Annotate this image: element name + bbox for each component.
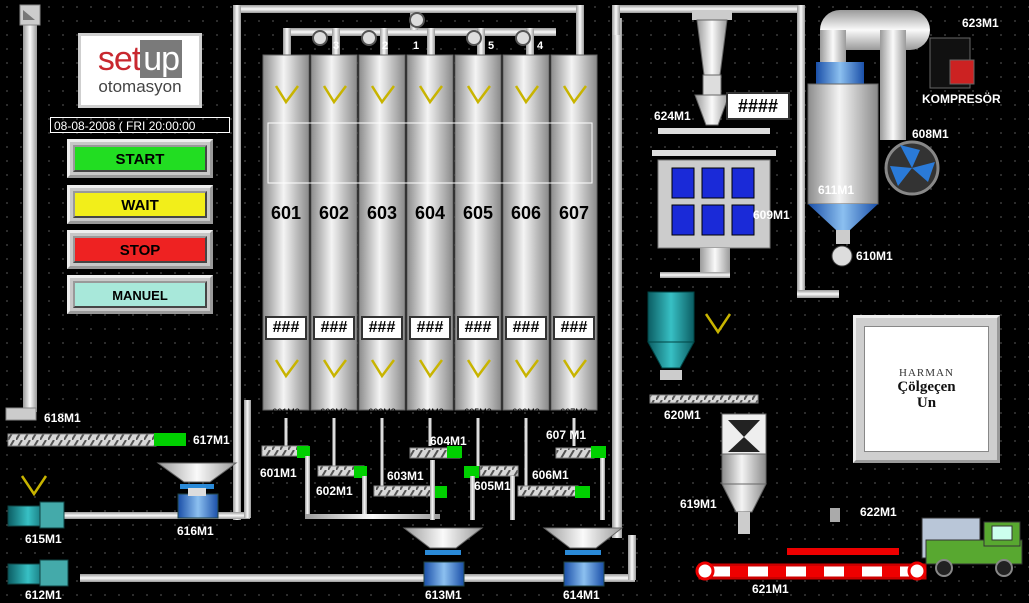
silo-level-display: ### <box>265 316 307 340</box>
silo-number: 603 <box>366 203 398 223</box>
silo-tag: 602M2 <box>320 407 348 417</box>
manuel-label: MANUEL <box>73 281 207 308</box>
silo-number: 601 <box>270 203 302 223</box>
motor-label-607[interactable]: 607 M1 <box>546 428 587 442</box>
motor-label-611[interactable]: 611M1 <box>818 183 855 197</box>
bin-unit-609 <box>652 128 776 278</box>
valve-number: 1 <box>413 40 420 52</box>
silo-619 <box>721 413 767 534</box>
filter-tank-611 <box>807 10 975 267</box>
logo-subtitle: otomasyon <box>98 77 182 96</box>
motor-label-623[interactable]: 623M1 <box>962 16 999 30</box>
datetime-display: 08-08-2008 ( FRI 20:00:00 <box>50 117 230 133</box>
motor-label-618[interactable]: 618M1 <box>44 411 81 425</box>
motor-label-617[interactable]: 617M1 <box>193 433 230 447</box>
brand-panel: HARMAN Çölgeçen Un <box>853 315 1000 463</box>
hopper-616 <box>156 462 238 519</box>
brand-line1: HARMAN <box>899 367 954 379</box>
logo-text: set <box>97 40 141 78</box>
conveyor-617 <box>7 433 186 447</box>
silo-number: 606 <box>510 203 542 223</box>
silo-bank <box>262 54 598 486</box>
scale-display: #### <box>726 92 790 120</box>
silo-level-display: ### <box>313 316 355 340</box>
motor-label-603[interactable]: 603M1 <box>387 469 424 483</box>
silo-tag: 606M2 <box>512 407 540 417</box>
brand-line2: Çölgeçen <box>897 379 956 395</box>
start-button[interactable]: START <box>67 139 213 178</box>
hopper-614 <box>542 527 624 587</box>
motor-label-620[interactable]: 620M1 <box>664 408 701 422</box>
pump-612 <box>7 559 69 587</box>
start-label: START <box>73 145 207 172</box>
motor-label-615[interactable]: 615M1 <box>25 532 62 546</box>
motor-label-601[interactable]: 601M1 <box>260 466 297 480</box>
silo-tag: 605M2 <box>464 407 492 417</box>
brand-logo: HARMAN Çölgeçen Un <box>864 326 989 452</box>
motor-label-602[interactable]: 602M1 <box>316 484 353 498</box>
silo-level-display: ### <box>361 316 403 340</box>
valve-number: 2 <box>382 40 389 52</box>
motor-label-613[interactable]: 613M1 <box>425 588 462 602</box>
screw-conveyors <box>261 445 606 498</box>
top-feed-pipes <box>233 5 584 520</box>
valve-number: 5 <box>488 40 495 52</box>
silo-tag: 603M2 <box>368 407 396 417</box>
silo-tag: 601M2 <box>272 407 300 417</box>
truck-icon <box>921 517 1023 577</box>
manuel-button[interactable]: MANUEL <box>67 275 213 314</box>
company-logo: setup otomasyon <box>78 33 202 108</box>
wait-label: WAIT <box>73 191 207 218</box>
motor-label-604[interactable]: 604M1 <box>430 434 467 448</box>
motor-label-616[interactable]: 616M1 <box>177 524 214 538</box>
motor-label-619[interactable]: 619M1 <box>680 497 717 511</box>
silo-level-display: ### <box>457 316 499 340</box>
silo-number: 604 <box>414 203 446 223</box>
motor-label-614[interactable]: 614M1 <box>563 588 600 602</box>
wait-button[interactable]: WAIT <box>67 185 213 224</box>
motor-label-610[interactable]: 610M1 <box>856 249 893 263</box>
brand-line3: Un <box>916 395 937 411</box>
motor-label-606[interactable]: 606M1 <box>532 468 569 482</box>
hopper-613 <box>402 527 484 587</box>
silo-level-display: ### <box>505 316 547 340</box>
motor-label-621[interactable]: 621M1 <box>752 582 789 596</box>
silo-number: 602 <box>318 203 350 223</box>
compressor-label: KOMPRESÖR <box>922 92 1001 106</box>
cyclone-620 <box>647 291 759 404</box>
motor-label-605[interactable]: 605M1 <box>474 479 511 493</box>
stop-button[interactable]: STOP <box>67 230 213 269</box>
collector-pipes <box>60 5 839 582</box>
stop-label: STOP <box>73 236 207 263</box>
pump-615 <box>7 475 65 529</box>
motor-label-608[interactable]: 608M1 <box>912 127 949 141</box>
motor-label-624[interactable]: 624M1 <box>654 109 691 123</box>
silo-level-display: ### <box>409 316 451 340</box>
left-return-pipe <box>5 4 41 421</box>
valve-number: 4 <box>537 40 544 52</box>
loading-line-621 <box>695 508 927 581</box>
motor-label-609[interactable]: 609M1 <box>753 208 790 222</box>
logo-box-text: up <box>140 40 183 78</box>
valve-number: 3 <box>333 40 340 52</box>
silo-number: 605 <box>462 203 494 223</box>
silo-tag: 607M2 <box>560 407 588 417</box>
silo-level-display: ### <box>553 316 595 340</box>
motor-label-622[interactable]: 622M1 <box>860 505 897 519</box>
motor-label-612[interactable]: 612M1 <box>25 588 62 602</box>
silo-number: 607 <box>558 203 590 223</box>
weigh-hopper-624 <box>692 10 732 126</box>
silo-tag: 604M2 <box>416 407 444 417</box>
